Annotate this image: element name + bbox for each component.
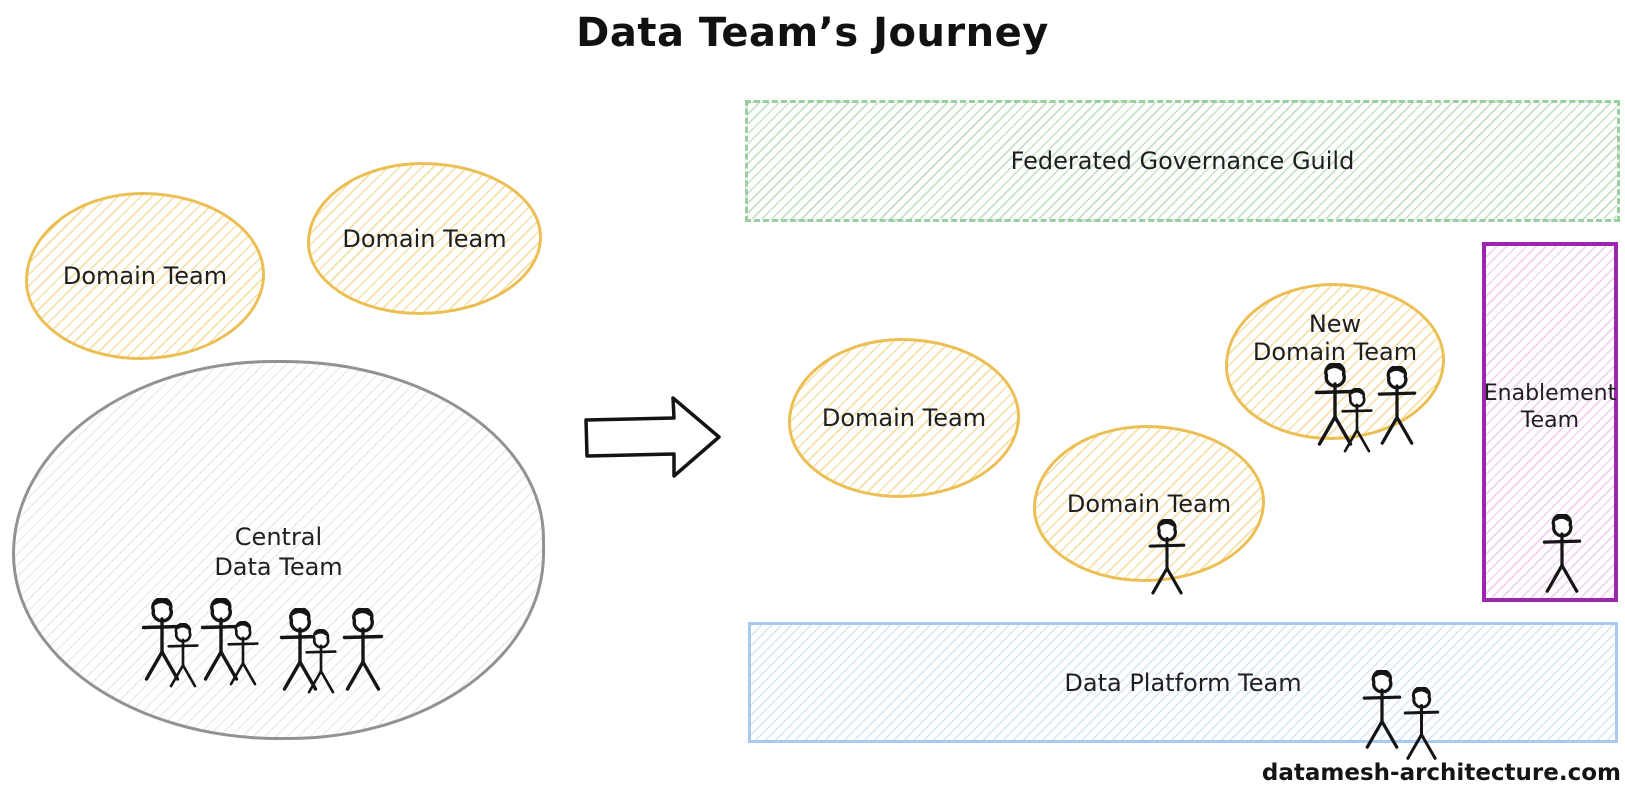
central-data-team-ellipse xyxy=(12,360,545,740)
new-domain-team-label: New Domain Team xyxy=(1253,310,1417,367)
person-figure xyxy=(1402,687,1441,761)
domain-team-ellipse-1: Domain Team xyxy=(25,192,265,360)
person-figure xyxy=(1340,388,1374,454)
domain-team-label: Domain Team xyxy=(62,262,228,290)
domain-team-label: Domain Team xyxy=(342,224,507,253)
central-data-team-label: Central Data Team xyxy=(12,522,545,582)
right-arrow-icon xyxy=(584,396,721,478)
new-domain-label-line2: Domain Team xyxy=(1252,338,1418,367)
enablement-label-line2: Team xyxy=(1520,408,1580,433)
federated-governance-guild-label: Federated Governance Guild xyxy=(1010,147,1355,175)
enablement-team-label: Enablement Team xyxy=(1484,380,1616,435)
watermark: datamesh-architecture.com xyxy=(1261,760,1621,786)
person-figure xyxy=(1541,514,1583,594)
central-label-line1: Central xyxy=(234,523,323,551)
new-domain-label-line1: New xyxy=(1308,310,1362,338)
domain-team-ellipse-4: Domain Team xyxy=(1033,425,1265,582)
enablement-label-line1: Enablement xyxy=(1483,380,1617,406)
federated-governance-guild-box: Federated Governance Guild xyxy=(745,100,1620,222)
person-figure xyxy=(304,629,338,695)
data-platform-team-label: Data Platform Team xyxy=(1064,668,1302,697)
person-figure xyxy=(166,623,200,689)
diagram-title: Data Team’s Journey xyxy=(576,10,1049,56)
person-figure xyxy=(1147,519,1187,596)
domain-team-ellipse-3: Domain Team xyxy=(788,338,1020,498)
person-figure xyxy=(1361,670,1403,750)
central-label-line2: Data Team xyxy=(214,553,343,581)
person-figure xyxy=(226,621,260,687)
person-figure xyxy=(1376,366,1418,446)
domain-team-ellipse-2: Domain Team xyxy=(307,162,542,315)
domain-team-label: Domain Team xyxy=(821,404,987,432)
data-platform-team-box: Data Platform Team xyxy=(748,622,1618,743)
person-figure xyxy=(341,608,385,692)
domain-team-label: Domain Team xyxy=(1066,490,1232,518)
